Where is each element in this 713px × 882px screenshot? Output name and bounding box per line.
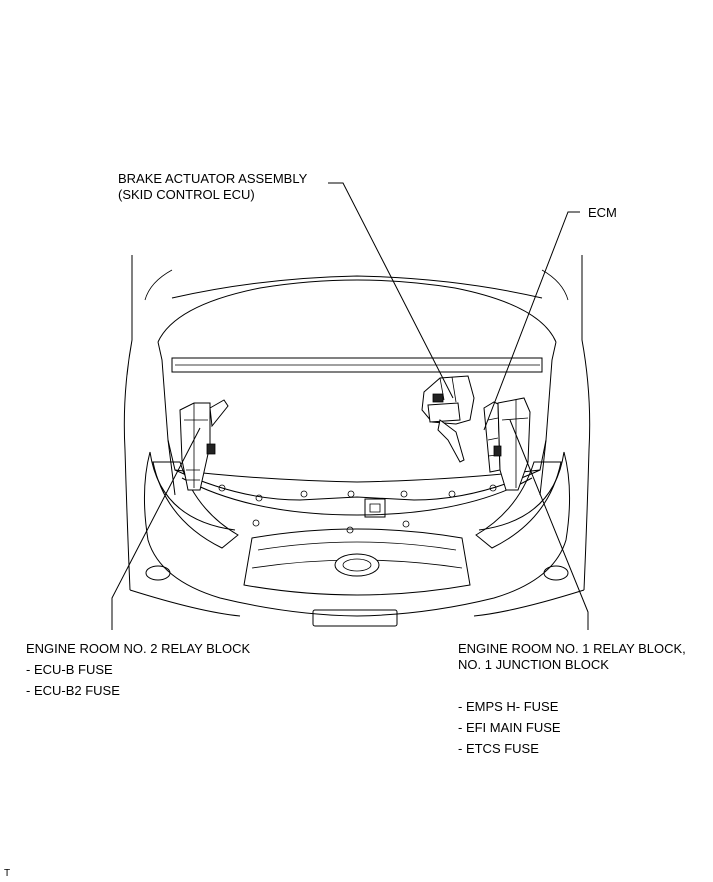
relay-block-2-item: - ECU-B FUSE bbox=[26, 662, 113, 677]
brake-actuator-assembly bbox=[422, 376, 474, 462]
brake-actuator-label-line1: BRAKE ACTUATOR ASSEMBLY bbox=[118, 171, 308, 186]
front-grille bbox=[244, 529, 470, 626]
relay-block-1-item: - ETCS FUSE bbox=[458, 741, 539, 756]
vehicle-body bbox=[124, 255, 589, 616]
ecm-unit bbox=[484, 402, 500, 472]
corner-mark: T bbox=[4, 868, 11, 879]
engine-room-no1-relay-block bbox=[494, 398, 530, 490]
relay-block-2-label: ENGINE ROOM NO. 2 RELAY BLOCK - ECU-B FU… bbox=[26, 641, 250, 699]
engine-room-no2-relay-block bbox=[180, 400, 228, 490]
leader-lines bbox=[112, 183, 588, 630]
relay-block-1-item: - EMPS H- FUSE bbox=[458, 699, 559, 714]
relay-block-2-item: - ECU-B2 FUSE bbox=[26, 683, 120, 698]
relay-block-1-item: - EFI MAIN FUSE bbox=[458, 720, 561, 735]
ecm-label: ECM bbox=[588, 205, 617, 220]
relay-block-2-title: ENGINE ROOM NO. 2 RELAY BLOCK bbox=[26, 641, 251, 656]
relay-block-1-title-line1: ENGINE ROOM NO. 1 RELAY BLOCK, bbox=[458, 641, 686, 656]
radiator-support bbox=[219, 485, 496, 533]
brake-actuator-label: BRAKE ACTUATOR ASSEMBLY (SKID CONTROL EC… bbox=[118, 171, 307, 203]
relay-block-1-title-line2: NO. 1 JUNCTION BLOCK bbox=[458, 657, 609, 672]
relay-block-1-label: ENGINE ROOM NO. 1 RELAY BLOCK, NO. 1 JUN… bbox=[458, 641, 686, 757]
brake-actuator-label-line2: (SKID CONTROL ECU) bbox=[118, 187, 255, 202]
